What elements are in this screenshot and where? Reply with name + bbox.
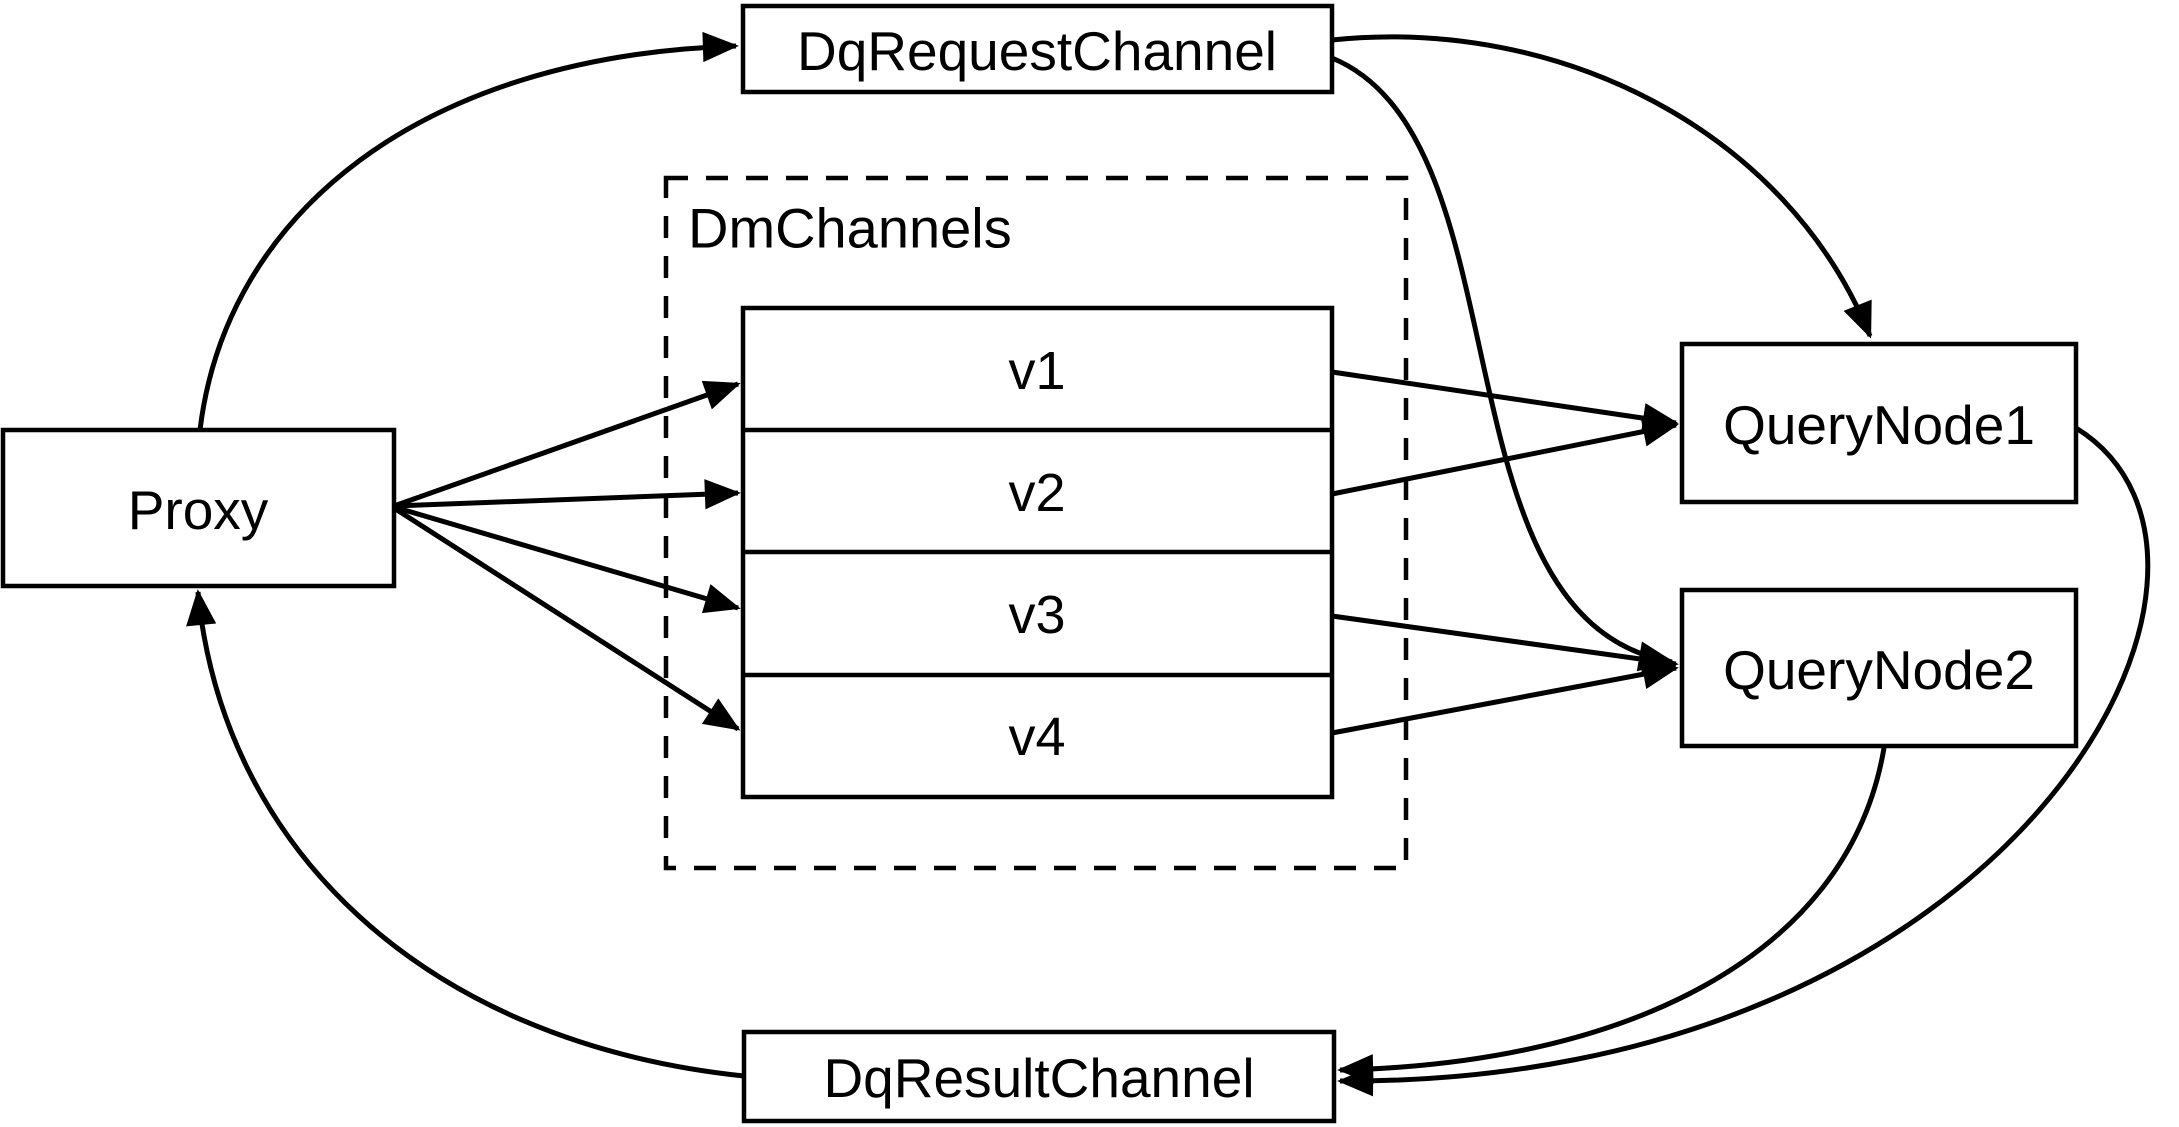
edge-v4-querynode2 <box>1331 659 1679 736</box>
edge-v1-querynode1 <box>1331 369 1679 434</box>
edge-v3-querynode2 <box>1331 613 1679 675</box>
node-dqrequestchannel-label: DqRequestChannel <box>797 20 1277 82</box>
node-querynode1-label: QueryNode1 <box>1723 394 2035 456</box>
node-dqrequestchannel-box <box>740 3 1335 95</box>
edge-proxy-v1 <box>393 380 741 509</box>
node-proxy: Proxy <box>0 427 397 589</box>
edge-dqrequestchannel-querynode1 <box>1331 34 1873 339</box>
dmchannels-table: v1 v2 v3 v4 <box>740 305 1335 800</box>
node-proxy-box <box>0 427 397 589</box>
channel-row-v4: v4 <box>1008 707 1065 767</box>
node-querynode1-box <box>1679 341 2079 505</box>
dmchannels-group-label: DmChannels <box>688 197 1012 260</box>
edge-v2-querynode1 <box>1331 416 1679 497</box>
edge-proxy-v3 <box>393 504 741 614</box>
edge-dqresultchannel-proxy <box>186 589 745 1079</box>
channel-row-v3: v3 <box>1008 585 1065 645</box>
node-dqrequestchannel: DqRequestChannel <box>740 3 1335 95</box>
edge-dqrequestchannel-querynode2 <box>1331 55 1675 672</box>
node-dqresultchannel-label: DqResultChannel <box>823 1047 1254 1109</box>
node-dqresultchannel: DqResultChannel <box>741 1029 1337 1124</box>
node-querynode2-label: QueryNode2 <box>1723 639 2035 701</box>
node-proxy-label: Proxy <box>128 479 269 541</box>
edge-querynode2-dqresultchannel <box>1337 747 1887 1085</box>
node-querynode2-box <box>1679 587 2079 749</box>
node-querynode2: QueryNode2 <box>1679 587 2079 749</box>
edge-proxy-v2 <box>393 479 741 510</box>
node-dqresultchannel-box <box>741 1029 1337 1124</box>
channel-row-v1: v1 <box>1008 341 1065 401</box>
channel-row-v2: v2 <box>1008 463 1065 523</box>
edge-proxy-v4 <box>392 505 741 732</box>
edge-querynode1-dqresultchannel <box>1337 425 2151 1097</box>
node-querynode1: QueryNode1 <box>1679 341 2079 505</box>
edge-proxy-dqrequestchannel <box>197 31 739 431</box>
dmchannels-group-box <box>663 175 1409 871</box>
